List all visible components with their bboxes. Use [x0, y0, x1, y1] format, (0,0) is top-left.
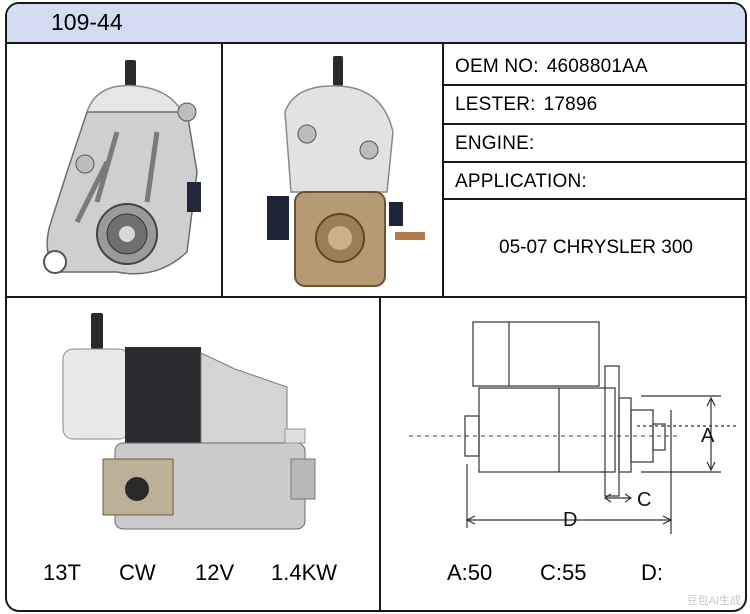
engine-row: ENGINE: — [455, 133, 543, 155]
application-row: APPLICATION: — [455, 171, 587, 193]
divider — [442, 161, 745, 163]
lester-row: LESTER: 17896 — [455, 94, 597, 116]
dimension-drawing: A C D — [409, 321, 737, 534]
dim-a-label: A — [701, 425, 715, 447]
starter-front-photo — [43, 60, 201, 275]
spec-voltage: 12V — [195, 560, 235, 585]
model-number: 109-44 — [51, 9, 123, 35]
application-label: APPLICATION: — [455, 171, 587, 192]
dim-c-value: C:55 — [540, 560, 587, 585]
divider — [442, 123, 745, 125]
divider — [442, 44, 444, 296]
lester-label: LESTER: — [455, 94, 536, 115]
oem-label: OEM NO: — [455, 56, 539, 77]
dim-d-value: D: — [641, 560, 663, 585]
engine-label: ENGINE: — [455, 133, 535, 154]
application-value: 05-07 CHRYSLER 300 — [499, 237, 693, 258]
dim-c-label: C — [637, 489, 651, 511]
spec-rotation: CW — [119, 560, 156, 585]
starter-rear-photo — [267, 56, 425, 287]
divider — [442, 198, 745, 200]
lester-value: 17896 — [543, 94, 598, 115]
header-bar: 109-44 — [7, 4, 745, 44]
watermark-text: 豆包AI生成 — [686, 595, 741, 607]
divider — [442, 84, 745, 86]
product-card: 109-44 OEM NO: 4608801AA LESTER: 17896 ENG… — [5, 2, 747, 612]
oem-value: 4608801AA — [546, 56, 648, 77]
oem-row: OEM NO: 4608801AA — [455, 56, 648, 78]
spec-power: 1.4KW — [271, 560, 338, 585]
dim-a-value: A:50 — [447, 560, 493, 585]
divider — [221, 44, 223, 296]
starter-side-photo — [62, 313, 316, 530]
divider — [7, 296, 745, 298]
divider — [379, 296, 381, 610]
spec-teeth: 13T — [43, 560, 81, 585]
dim-d-label: D — [563, 509, 577, 531]
